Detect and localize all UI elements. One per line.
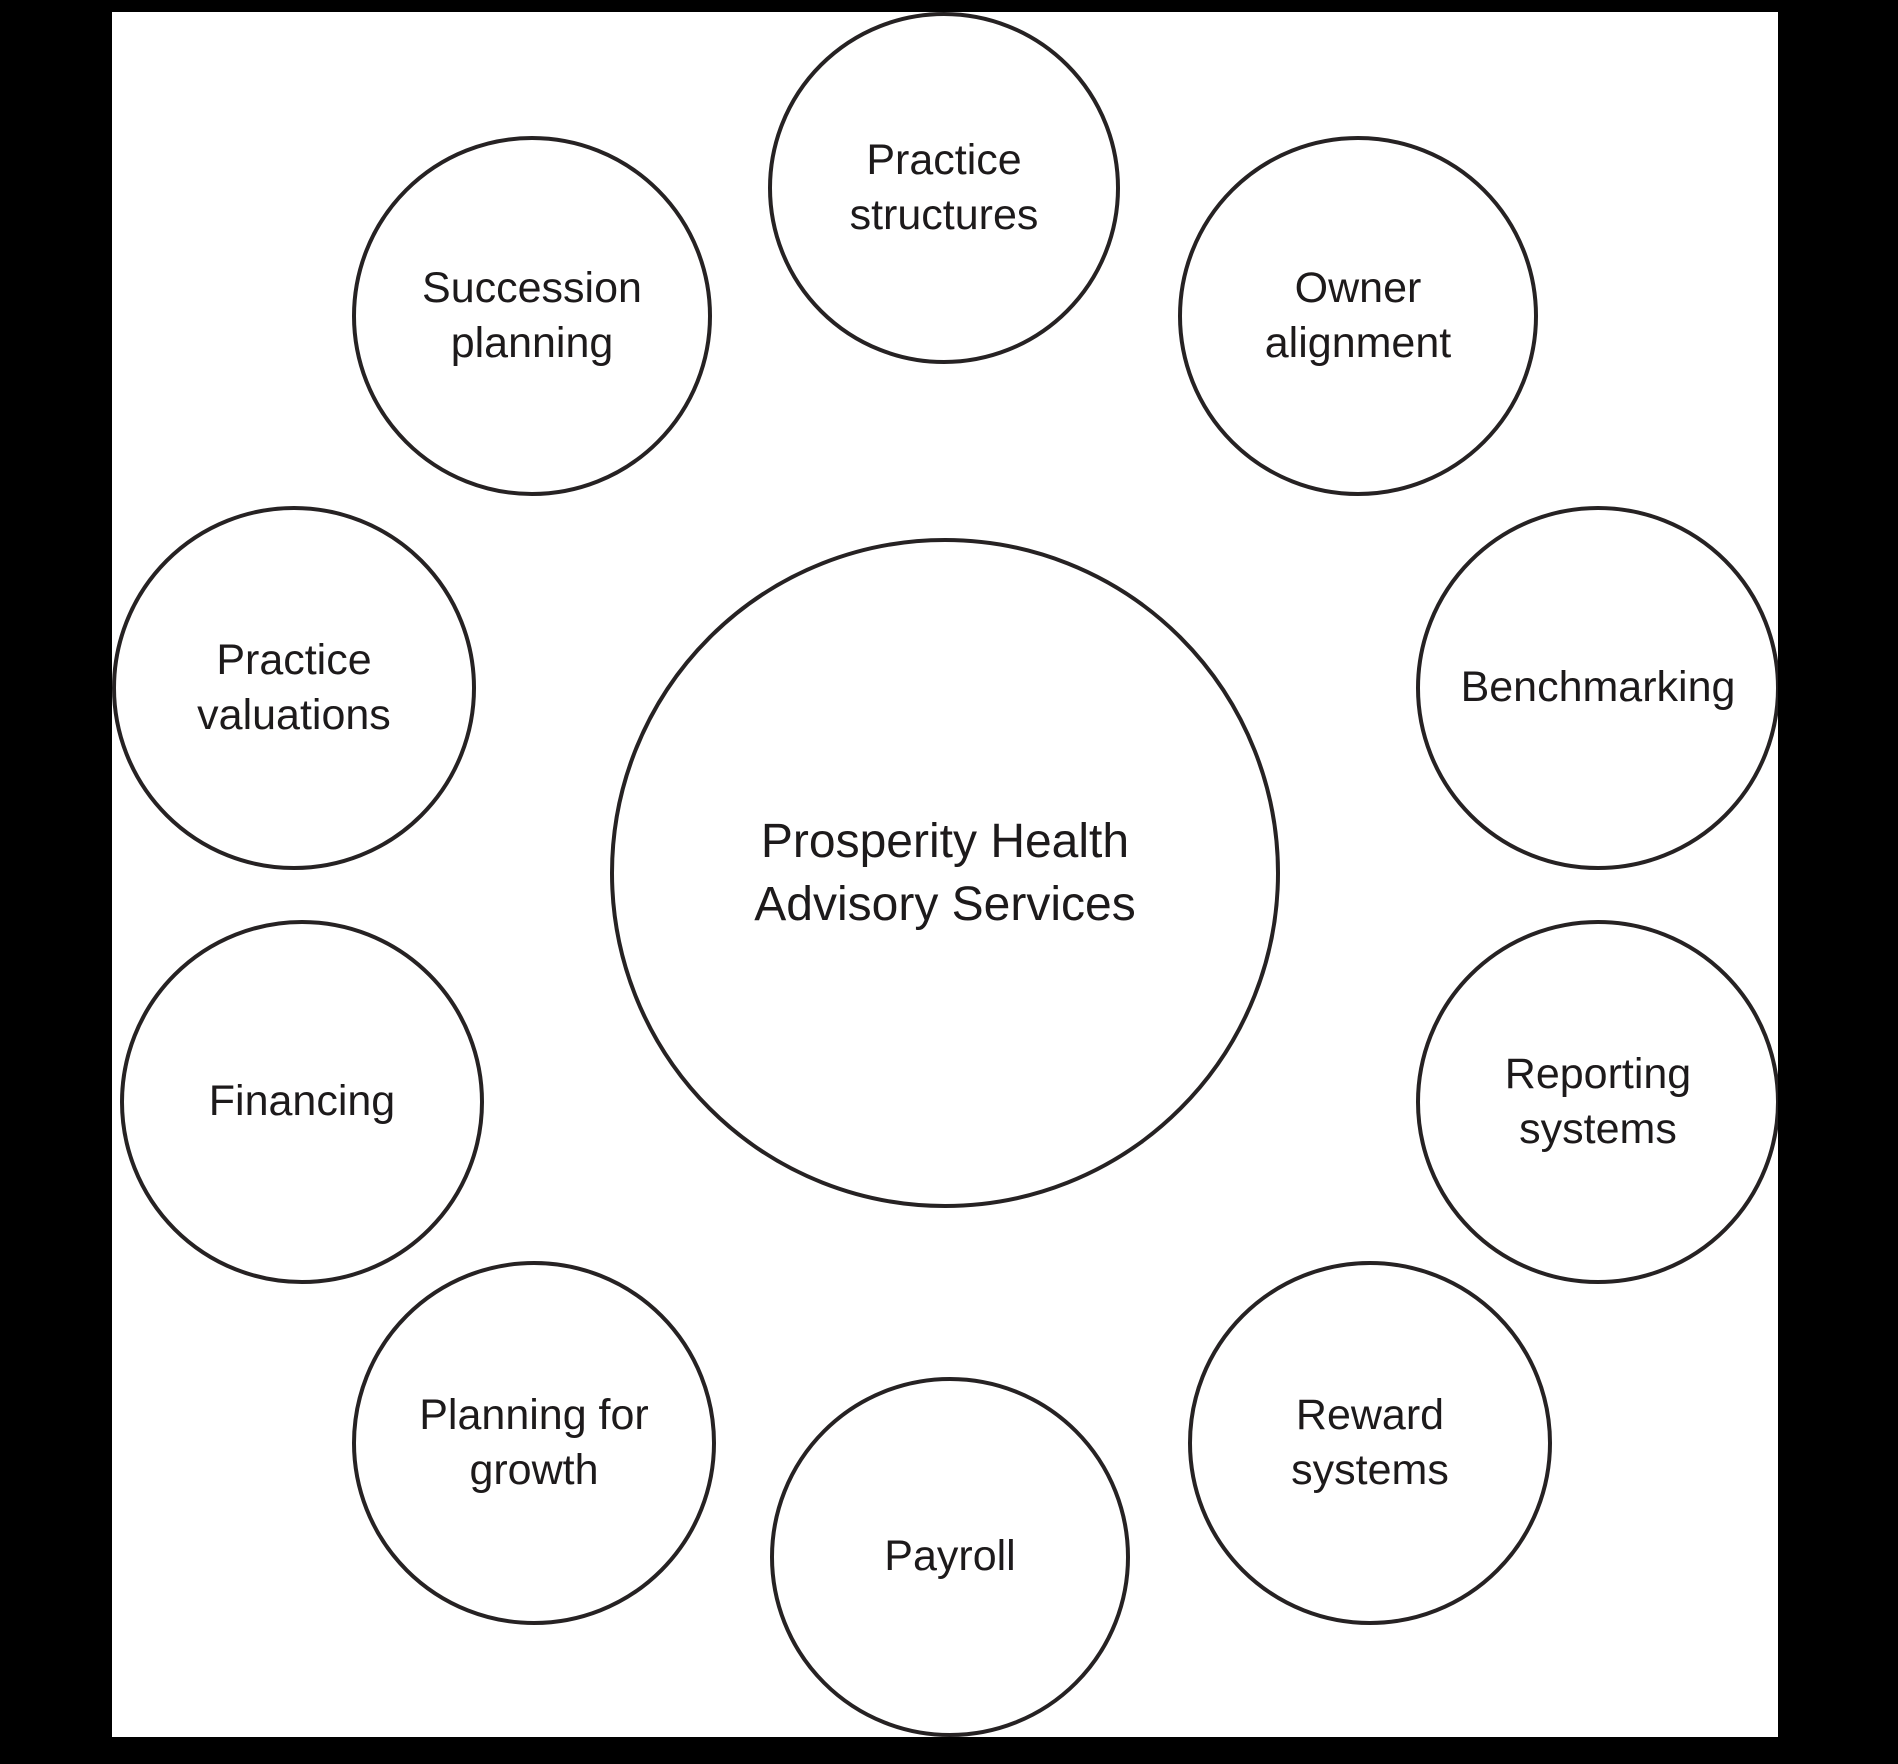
circle-financing: Financing [120, 920, 484, 1284]
circle-owner-alignment: Owner alignment [1178, 136, 1538, 496]
circle-succession-planning: Succession planning [352, 136, 712, 496]
circle-reward-systems: Reward systems [1188, 1261, 1552, 1625]
circle-label-payroll: Payroll [884, 1532, 1016, 1581]
circle-label-owner-alignment: Owner alignment [1264, 263, 1452, 367]
circle-label-financing: Financing [208, 1077, 396, 1126]
circle-label-benchmarking: Benchmarking [1460, 663, 1736, 712]
circle-payroll: Payroll [770, 1377, 1130, 1737]
circle-label-reporting-systems: Reporting systems [1504, 1049, 1692, 1153]
circle-label-succession-planning: Succession planning [422, 263, 642, 367]
circle-practice-structures: Practice structures [768, 12, 1120, 364]
circle-label-planning-for-growth: Planning for growth [419, 1390, 649, 1494]
central-circle-label: Prosperity Health Advisory Services [754, 814, 1136, 931]
circle-benchmarking: Benchmarking [1416, 506, 1778, 870]
circle-label-practice-valuations: Practice valuations [197, 635, 391, 739]
circle-label-practice-structures: Practice structures [849, 135, 1039, 239]
circle-reporting-systems: Reporting systems [1416, 920, 1778, 1284]
circle-practice-valuations: Practice valuations [112, 506, 476, 870]
circle-label-reward-systems: Reward systems [1291, 1390, 1449, 1494]
diagram-page: Prosperity Health Advisory Services Prac… [112, 12, 1778, 1737]
circle-planning-for-growth: Planning for growth [352, 1261, 716, 1625]
central-circle: Prosperity Health Advisory Services [610, 538, 1280, 1208]
